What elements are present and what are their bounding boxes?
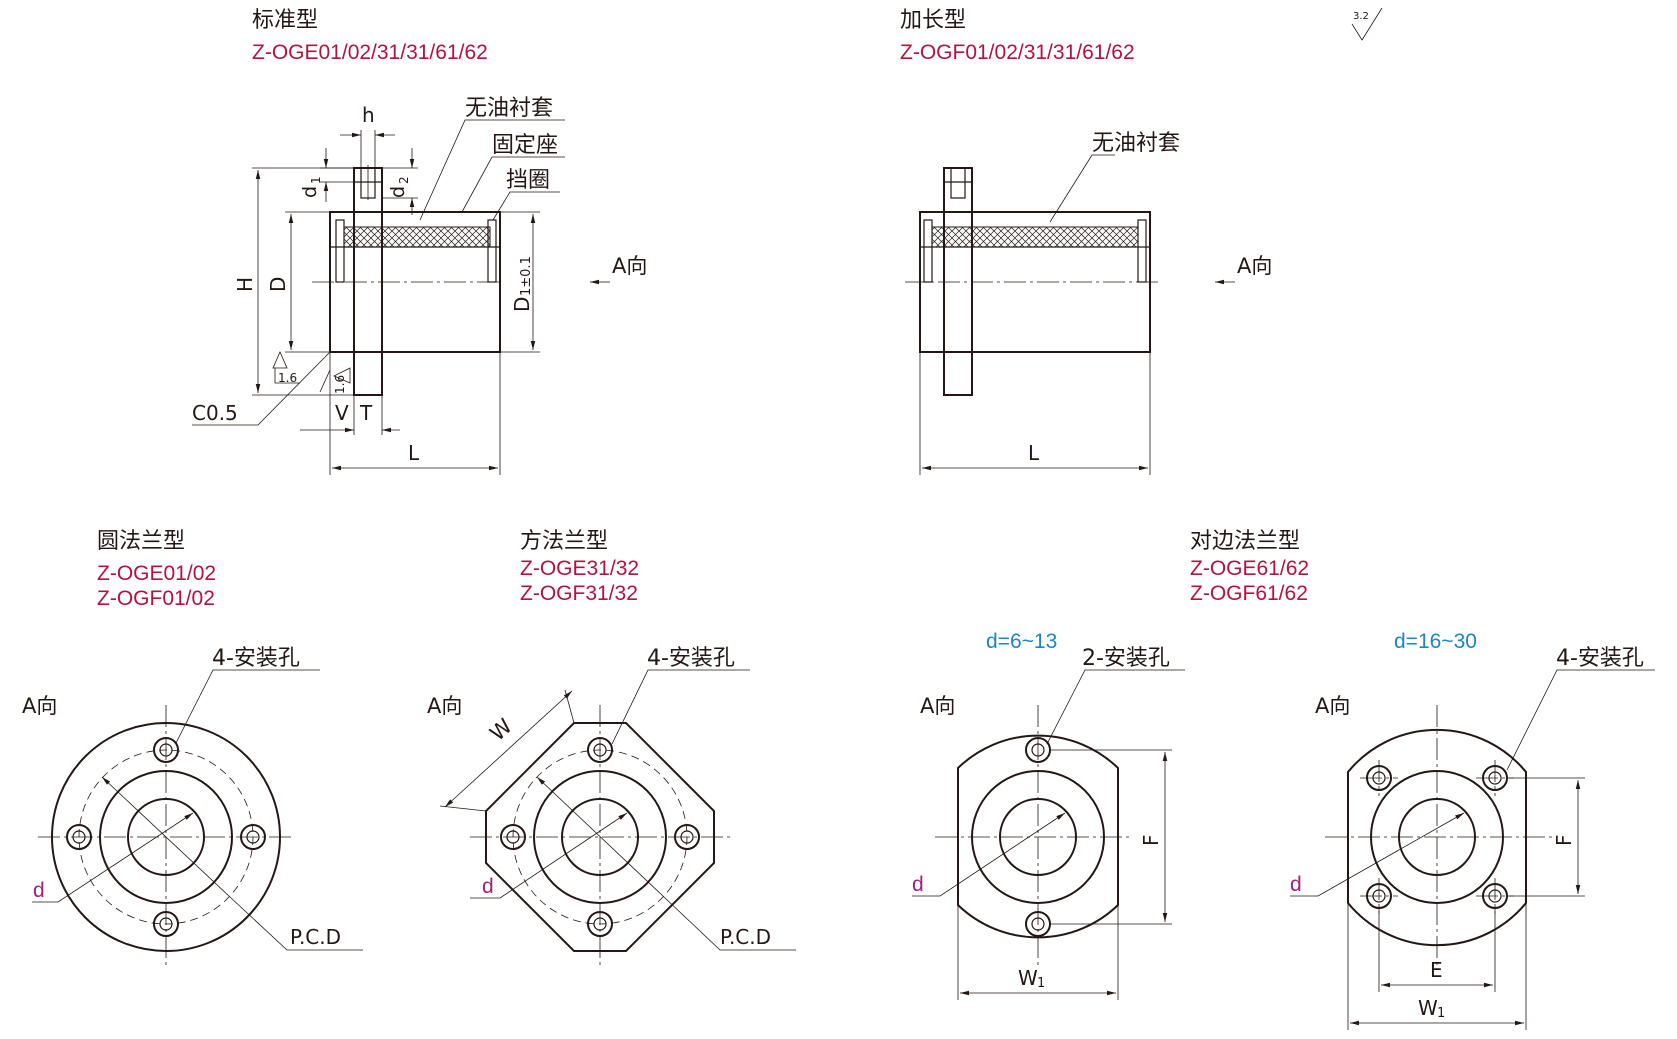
large-label-d: d bbox=[1290, 873, 1302, 896]
extended-code: Z-OGF01/02/31/31/61/62 bbox=[900, 41, 1135, 64]
label-D1-tol: 1±0.1 bbox=[519, 256, 534, 296]
label-d2: d bbox=[387, 186, 409, 198]
round-label-pcd: P.C.D bbox=[290, 925, 341, 949]
large-range: d=16~30 bbox=[1394, 630, 1477, 653]
round-flange-view: 圆法兰型 Z-OGE01/02 Z-OGF01/02 A向 4-安装孔 d P.… bbox=[22, 529, 363, 968]
square-code-1: Z-OGE31/32 bbox=[520, 557, 639, 580]
square-label-d: d bbox=[482, 875, 494, 898]
cut-code-2: Z-OGF61/62 bbox=[1190, 582, 1308, 605]
ext-body bbox=[919, 211, 1151, 353]
small-label-holes: 2-安装孔 bbox=[1082, 646, 1170, 671]
small-label-d: d bbox=[912, 873, 924, 896]
large-label-F: F bbox=[1552, 834, 1576, 846]
roughness-value: 3.2 bbox=[1353, 11, 1369, 22]
retaining-ring-right bbox=[487, 219, 497, 283]
label-H: H bbox=[233, 277, 257, 292]
cut-flange-section: 对边法兰型 Z-OGE61/62 Z-OGF61/62 d=6~13 A向 2-… bbox=[912, 529, 1655, 1030]
cut-title: 对边法兰型 bbox=[1190, 529, 1300, 554]
round-flange-outer bbox=[51, 722, 281, 952]
cut-flange-small-view: d=6~13 A向 2-安装孔 d F W 1 bbox=[912, 630, 1185, 1000]
label-T: T bbox=[359, 401, 373, 425]
label-ring: 挡圈 bbox=[506, 168, 550, 193]
ext-label-A-view: A向 bbox=[1237, 254, 1272, 278]
label-seat: 固定座 bbox=[492, 133, 558, 158]
label-D1: D bbox=[510, 297, 534, 312]
round-view: A向 bbox=[22, 694, 57, 718]
large-view: A向 bbox=[1315, 694, 1350, 718]
flange bbox=[353, 167, 383, 396]
label-liner: 无油衬套 bbox=[465, 96, 553, 121]
body bbox=[329, 211, 501, 353]
square-flange-view: 方法兰型 Z-OGE31/32 Z-OGF31/32 A向 W 4-安装孔 d … bbox=[427, 529, 796, 968]
square-label-pcd: P.C.D bbox=[720, 925, 771, 949]
square-title: 方法兰型 bbox=[520, 529, 608, 554]
ext-label-L: L bbox=[1028, 441, 1040, 465]
large-label-W1-sub: 1 bbox=[1437, 1006, 1445, 1021]
liner-hatch bbox=[343, 226, 491, 248]
small-range: d=6~13 bbox=[986, 630, 1057, 653]
standard-type-section: 标准型 Z-OGE01/02/31/31/61/62 h d 1 bbox=[192, 8, 647, 475]
label-V: V bbox=[335, 401, 349, 425]
label-d2-sub: 2 bbox=[397, 176, 411, 184]
square-view: A向 bbox=[427, 694, 462, 718]
extended-type-section: 加长型 Z-OGF01/02/31/31/61/62 无油衬套 A向 L bbox=[900, 8, 1272, 475]
roughness-2: 1.6 bbox=[333, 375, 347, 394]
extended-title: 加长型 bbox=[900, 8, 966, 33]
round-code-2: Z-OGF01/02 bbox=[97, 587, 215, 610]
label-chamfer: C0.5 bbox=[192, 401, 238, 425]
cut-flange-large-view: d=16~30 A向 4-安装孔 d bbox=[1290, 630, 1655, 1030]
round-pcd-circle bbox=[78, 749, 254, 925]
label-D: D bbox=[266, 277, 290, 292]
small-label-W1-sub: 1 bbox=[1037, 976, 1045, 991]
ext-flange bbox=[943, 167, 973, 396]
standard-code: Z-OGE01/02/31/31/61/62 bbox=[252, 41, 488, 64]
label-d1-sub: 1 bbox=[309, 176, 323, 184]
roughness-1: 1.6 bbox=[278, 371, 297, 385]
label-h: h bbox=[362, 103, 375, 127]
label-L: L bbox=[408, 441, 420, 465]
round-title: 圆法兰型 bbox=[97, 529, 185, 554]
roughness-symbol-top: 3.2 bbox=[1351, 7, 1383, 41]
small-label-F: F bbox=[1139, 834, 1163, 846]
standard-title: 标准型 bbox=[252, 8, 318, 33]
label-A-view: A向 bbox=[612, 254, 647, 278]
round-label-holes: 4-安装孔 bbox=[212, 646, 300, 671]
small-label-W1: W bbox=[1018, 966, 1038, 990]
ext-liner-hatch bbox=[931, 226, 1139, 248]
large-label-E: E bbox=[1430, 958, 1443, 982]
ext-label-liner: 无油衬套 bbox=[1092, 131, 1180, 156]
small-view: A向 bbox=[920, 694, 955, 718]
cut-code-1: Z-OGE61/62 bbox=[1190, 557, 1309, 580]
square-label-W: W bbox=[485, 714, 517, 746]
round-label-d: d bbox=[33, 879, 45, 902]
large-label-W1: W bbox=[1418, 996, 1438, 1020]
large-label-holes: 4-安装孔 bbox=[1556, 646, 1644, 671]
label-d1: d bbox=[299, 186, 321, 198]
round-code-1: Z-OGE01/02 bbox=[97, 562, 216, 585]
square-code-2: Z-OGF31/32 bbox=[520, 582, 638, 605]
retaining-ring-left bbox=[335, 219, 345, 283]
square-label-holes: 4-安装孔 bbox=[647, 646, 735, 671]
